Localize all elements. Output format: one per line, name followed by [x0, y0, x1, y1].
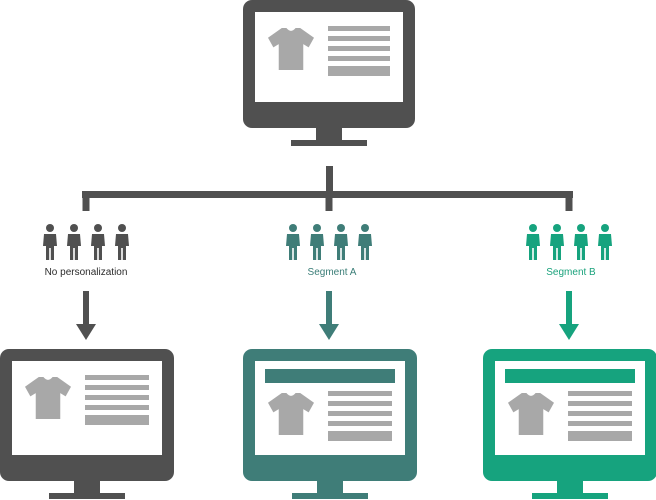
text-lines — [568, 391, 632, 426]
price-block — [328, 431, 392, 441]
person-icon — [358, 224, 372, 260]
monitor-neck — [557, 481, 583, 495]
tshirt-icon — [25, 377, 71, 419]
person-icon — [43, 224, 57, 260]
tree-stem — [326, 166, 333, 194]
monitor-base — [49, 493, 125, 499]
banner-block — [265, 369, 395, 383]
person-icon — [550, 224, 564, 260]
text-lines — [328, 26, 390, 61]
arrow-head — [319, 324, 339, 340]
monitor-base — [532, 493, 608, 499]
monitor-segment-a — [243, 349, 417, 499]
tshirt-icon — [268, 28, 314, 70]
person-icon — [115, 224, 129, 260]
person-icon — [334, 224, 348, 260]
price-block — [85, 415, 149, 425]
tshirt-icon — [508, 393, 554, 435]
arrow-2 — [559, 291, 579, 340]
person-icon — [574, 224, 588, 260]
person-icon — [526, 224, 540, 260]
monitor-neck — [316, 128, 342, 142]
monitor-neck — [74, 481, 100, 495]
tree-drop — [325, 191, 333, 211]
people-group-2 — [526, 224, 612, 260]
person-icon — [91, 224, 105, 260]
arrow-shaft — [566, 291, 572, 326]
person-icon — [598, 224, 612, 260]
price-block — [568, 431, 632, 441]
banner-block — [505, 369, 635, 383]
arrow-1 — [319, 291, 339, 340]
tshirt-icon — [268, 393, 314, 435]
text-lines — [85, 375, 149, 410]
branch-label-no-personalization: No personalization — [44, 267, 128, 278]
people-group-1 — [286, 224, 372, 260]
branch-label-segment-b: Segment B — [546, 267, 596, 278]
arrow-shaft — [326, 291, 332, 326]
branch-label-segment-a: Segment A — [307, 267, 357, 278]
monitor-no-personalization — [0, 349, 174, 499]
person-icon — [310, 224, 324, 260]
monitor-base — [291, 140, 367, 146]
monitor-neck — [317, 481, 343, 495]
tree-connector — [82, 166, 573, 211]
arrow-shaft — [83, 291, 89, 326]
person-icon — [286, 224, 300, 260]
price-block — [328, 66, 390, 76]
source-monitor — [243, 0, 415, 146]
tree-drop — [82, 191, 90, 211]
text-lines — [328, 391, 392, 426]
monitor-base — [292, 493, 368, 499]
arrow-0 — [76, 291, 96, 340]
monitor-segment-b — [483, 349, 656, 499]
arrow-head — [76, 324, 96, 340]
tree-drop — [565, 191, 573, 211]
people-group-0 — [43, 224, 129, 260]
person-icon — [67, 224, 81, 260]
arrow-head — [559, 324, 579, 340]
